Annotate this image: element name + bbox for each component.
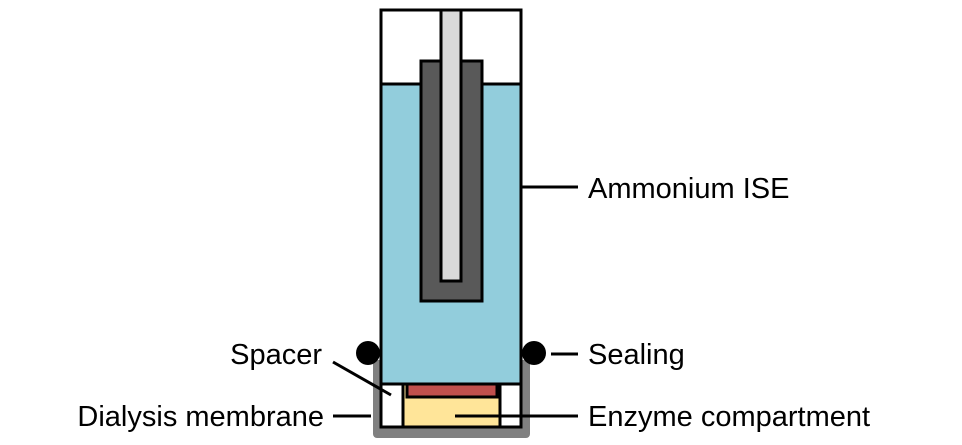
sealing-ring-right [522, 341, 546, 365]
label-sealing: Sealing [588, 339, 685, 371]
sealing-ring-left [356, 341, 380, 365]
electrode-wire [439, 8, 463, 283]
label-enzyme-compartment: Enzyme compartment [588, 401, 870, 433]
spacer-right [498, 382, 523, 429]
enzyme-layer [405, 382, 499, 399]
label-spacer: Spacer [230, 339, 322, 371]
label-ammonium-ise: Ammonium ISE [588, 173, 789, 205]
spacer-left [379, 382, 405, 429]
leader-spacer [332, 360, 392, 397]
label-dialysis-membrane: Dialysis membrane [77, 401, 324, 433]
